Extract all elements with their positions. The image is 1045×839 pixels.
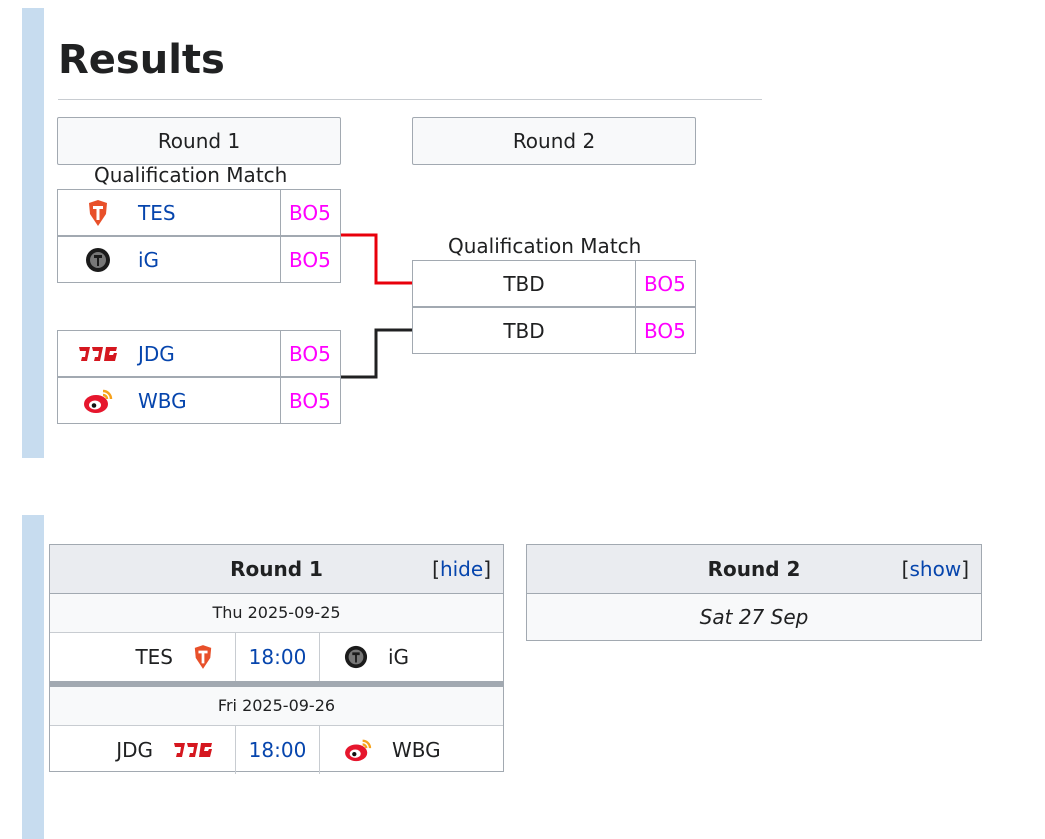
schedule-table-round-2: Round 2 [show] Sat 27 Sep: [526, 544, 982, 641]
schedule-title: Round 1: [230, 557, 323, 581]
team-tbd: TBD: [503, 318, 545, 343]
wbg-logo-icon[interactable]: [344, 738, 372, 762]
tes-logo-icon[interactable]: [78, 197, 118, 229]
team-link-wbg[interactable]: WBG: [138, 388, 187, 413]
schedule-header: Round 2 [show]: [527, 545, 981, 594]
bracket-round-1-header: Round 1: [57, 117, 341, 165]
team-link-ig[interactable]: iG: [138, 247, 160, 272]
team-name[interactable]: TES: [135, 645, 173, 669]
schedule-date: Thu 2025-09-25: [50, 594, 503, 633]
match-label: Qualification Match: [448, 234, 642, 258]
team-name[interactable]: WBG: [392, 738, 441, 762]
schedule-table-round-1: Round 1 [hide] Thu 2025-09-25 TES 18:00 …: [49, 544, 504, 774]
bracket-team-row: iG BO5: [57, 236, 341, 283]
connector-line-winner: [341, 233, 412, 285]
match-format: BO5: [280, 378, 340, 423]
team-tbd: TBD: [503, 271, 545, 296]
schedule-title: Round 2: [707, 557, 801, 581]
team-link-jdg[interactable]: JDG: [138, 341, 175, 366]
match-time[interactable]: 18:00: [236, 726, 320, 774]
match-time[interactable]: 18:00: [236, 633, 320, 681]
jdg-logo-icon[interactable]: [78, 338, 118, 370]
schedule-match-row: JDG 18:00 WBG: [50, 726, 503, 774]
team-name[interactable]: JDG: [116, 738, 153, 762]
schedule-header: Round 1 [hide]: [50, 545, 503, 594]
ig-logo-icon[interactable]: [78, 244, 118, 276]
bracket-round-2-header: Round 2: [412, 117, 696, 165]
toggle-bracket-open: [: [901, 557, 910, 581]
match-format: BO5: [280, 190, 340, 235]
bracket-team-row: TBD BO5: [412, 307, 696, 354]
match-format: BO5: [280, 237, 340, 282]
section-accent-bar: [22, 515, 44, 839]
bracket-team-row: WBG BO5: [57, 377, 341, 424]
team-name[interactable]: iG: [388, 645, 410, 669]
match-label: Qualification Match: [94, 163, 288, 187]
bracket-team-row: TBD BO5: [412, 260, 696, 307]
bracket-team-row: TES BO5: [57, 189, 341, 236]
section-accent-bar: [22, 8, 44, 458]
schedule-date: Sat 27 Sep: [527, 594, 981, 640]
tes-logo-icon[interactable]: [193, 645, 213, 669]
show-toggle[interactable]: [show]: [902, 545, 969, 594]
connector-line: [341, 328, 412, 379]
jdg-logo-icon[interactable]: [173, 739, 213, 761]
schedule-date: Fri 2025-09-26: [50, 687, 503, 726]
title-divider: [58, 99, 762, 100]
match-format: BO5: [635, 308, 695, 353]
bracket-team-row: JDG BO5: [57, 330, 341, 377]
toggle-bracket-close: ]: [961, 557, 969, 581]
page-title: Results: [58, 37, 225, 83]
row-separator: [50, 681, 503, 687]
match-format: BO5: [280, 331, 340, 376]
ig-logo-icon[interactable]: [344, 645, 368, 669]
toggle-bracket-close: ]: [483, 557, 491, 581]
toggle-bracket-open: [: [432, 557, 440, 581]
wbg-logo-icon[interactable]: [78, 385, 118, 417]
show-link[interactable]: show: [909, 557, 962, 581]
team-link-tes[interactable]: TES: [138, 200, 176, 225]
match-format: BO5: [635, 261, 695, 306]
schedule-match-row: TES 18:00 iG: [50, 633, 503, 681]
hide-link[interactable]: hide: [439, 557, 484, 581]
hide-toggle[interactable]: [hide]: [432, 545, 491, 594]
